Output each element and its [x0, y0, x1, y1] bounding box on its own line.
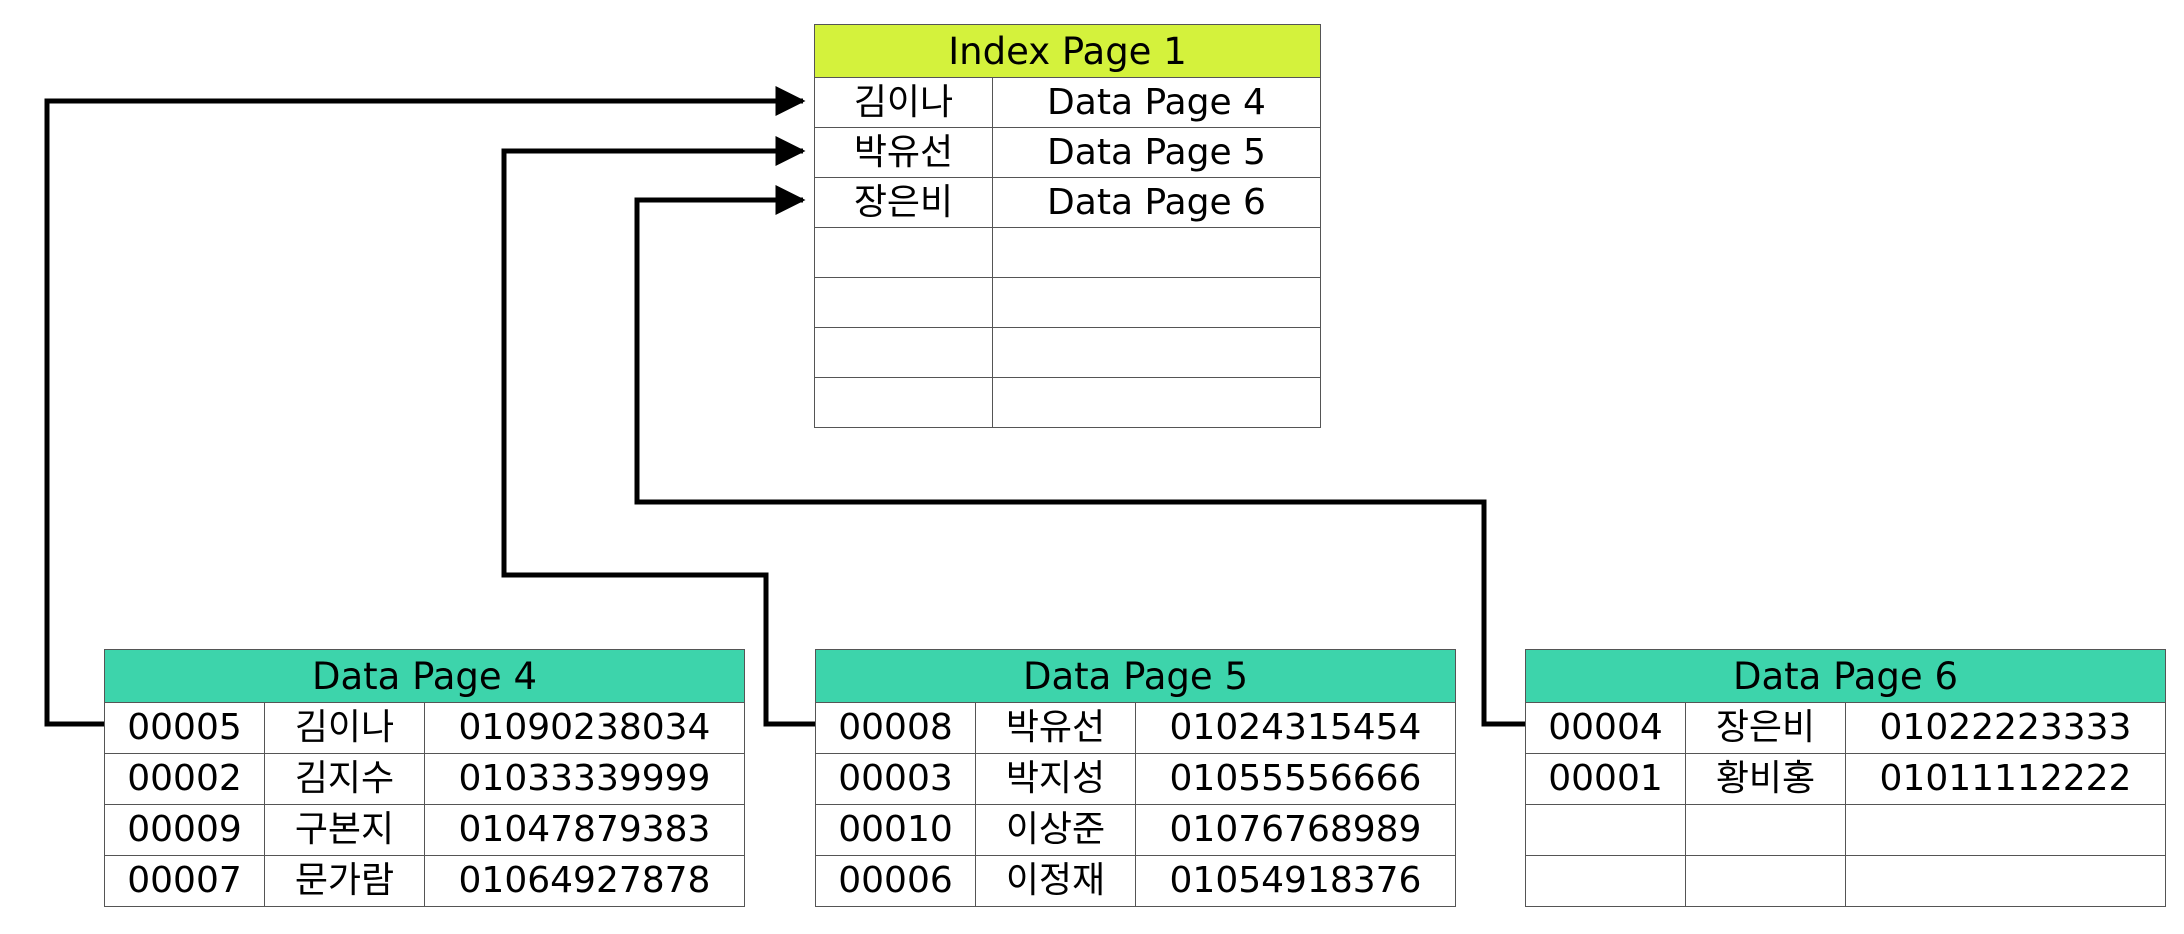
record-name: 이정재	[975, 855, 1136, 907]
table-row: 00010 이상준 01076768989	[815, 804, 1456, 856]
table-row: 00005 김이나 01090238034	[104, 702, 745, 754]
index-row	[814, 277, 1321, 328]
data-page-title: Data Page 4	[104, 649, 745, 703]
data-page-5-table: Data Page 5 00008 박유선 01024315454 00003 …	[815, 649, 1456, 907]
index-page-ref	[992, 227, 1321, 278]
record-id: 00002	[104, 753, 265, 805]
record-name	[1685, 804, 1846, 856]
record-name: 이상준	[975, 804, 1136, 856]
record-phone	[1845, 855, 2166, 907]
data-page-6-table: Data Page 6 00004 장은비 01022223333 00001 …	[1525, 649, 2166, 907]
index-key: 장은비	[814, 177, 993, 228]
index-page-ref	[992, 277, 1321, 328]
index-row: 박유선 Data Page 5	[814, 127, 1321, 178]
table-row: 00002 김지수 01033339999	[104, 753, 745, 805]
index-page-title: Index Page 1	[814, 24, 1321, 78]
record-phone: 01011112222	[1845, 753, 2166, 805]
record-name: 김이나	[264, 702, 425, 754]
data-page-title: Data Page 6	[1525, 649, 2166, 703]
index-key: 박유선	[814, 127, 993, 178]
record-phone: 01024315454	[1135, 702, 1456, 754]
index-key	[814, 327, 993, 378]
arrow-data-page-6-to-index	[634, 185, 1525, 727]
index-page-table: Index Page 1 김이나 Data Page 4 박유선 Data Pa…	[814, 24, 1321, 428]
record-phone: 01054918376	[1135, 855, 1456, 907]
index-key	[814, 377, 993, 428]
record-phone: 01047879383	[424, 804, 745, 856]
index-page-ref: Data Page 6	[992, 177, 1321, 228]
table-row: 00008 박유선 01024315454	[815, 702, 1456, 754]
table-row: 00006 이정재 01054918376	[815, 855, 1456, 907]
arrow-data-page-4-to-index	[44, 86, 806, 727]
record-phone: 01076768989	[1135, 804, 1456, 856]
record-id: 00007	[104, 855, 265, 907]
data-page-title: Data Page 5	[815, 649, 1456, 703]
record-phone: 01022223333	[1845, 702, 2166, 754]
record-id: 00003	[815, 753, 976, 805]
record-phone: 01064927878	[424, 855, 745, 907]
arrow-data-page-5-to-index	[501, 136, 815, 727]
index-page-ref	[992, 377, 1321, 428]
index-row: 장은비 Data Page 6	[814, 177, 1321, 228]
record-id: 00005	[104, 702, 265, 754]
record-name: 박지성	[975, 753, 1136, 805]
table-row: 00009 구본지 01047879383	[104, 804, 745, 856]
data-page-4-table: Data Page 4 00005 김이나 01090238034 00002 …	[104, 649, 745, 907]
index-page-ref	[992, 327, 1321, 378]
index-row	[814, 327, 1321, 378]
index-row	[814, 377, 1321, 428]
record-id: 00004	[1525, 702, 1686, 754]
record-name: 구본지	[264, 804, 425, 856]
index-row	[814, 227, 1321, 278]
record-id	[1525, 804, 1686, 856]
record-phone: 01055556666	[1135, 753, 1456, 805]
index-key: 김이나	[814, 77, 993, 128]
record-id: 00001	[1525, 753, 1686, 805]
record-phone	[1845, 804, 2166, 856]
index-page-ref: Data Page 4	[992, 77, 1321, 128]
record-name: 황비홍	[1685, 753, 1846, 805]
table-row	[1525, 804, 2166, 856]
record-id	[1525, 855, 1686, 907]
record-phone: 01090238034	[424, 702, 745, 754]
index-key	[814, 227, 993, 278]
record-phone: 01033339999	[424, 753, 745, 805]
record-id: 00008	[815, 702, 976, 754]
table-row: 00004 장은비 01022223333	[1525, 702, 2166, 754]
record-name	[1685, 855, 1846, 907]
index-page-ref: Data Page 5	[992, 127, 1321, 178]
table-row: 00003 박지성 01055556666	[815, 753, 1456, 805]
record-name: 문가람	[264, 855, 425, 907]
record-id: 00009	[104, 804, 265, 856]
table-row	[1525, 855, 2166, 907]
table-row: 00001 황비홍 01011112222	[1525, 753, 2166, 805]
record-name: 김지수	[264, 753, 425, 805]
table-row: 00007 문가람 01064927878	[104, 855, 745, 907]
index-row: 김이나 Data Page 4	[814, 77, 1321, 128]
index-key	[814, 277, 993, 328]
record-id: 00006	[815, 855, 976, 907]
record-name: 박유선	[975, 702, 1136, 754]
record-name: 장은비	[1685, 702, 1846, 754]
record-id: 00010	[815, 804, 976, 856]
